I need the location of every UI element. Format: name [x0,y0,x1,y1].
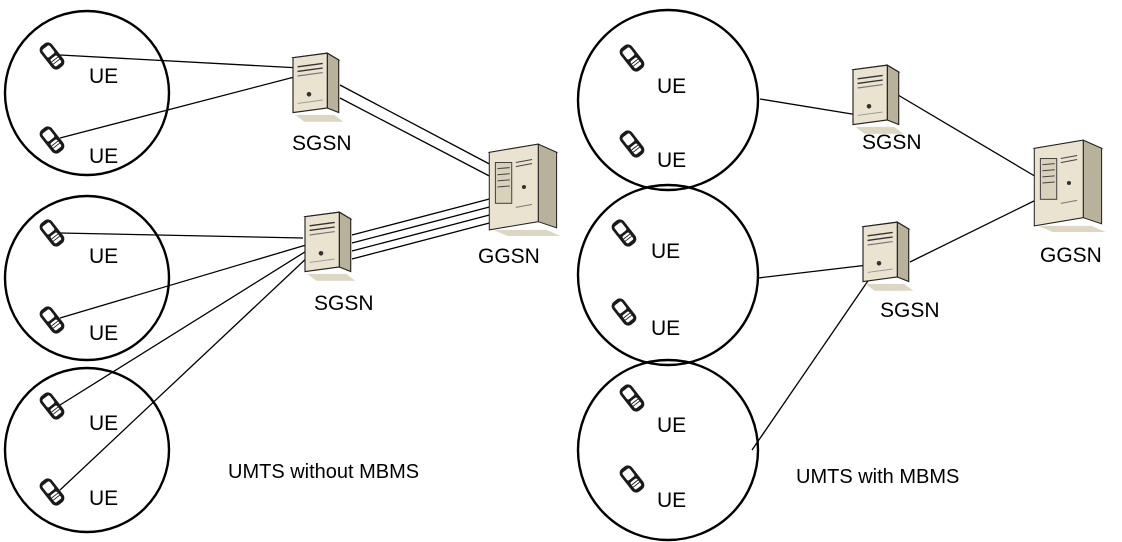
link-sgsn1-ggsn-a [339,84,498,169]
mobile-phone-icon [37,475,67,509]
link-cell3-sgsn2 [751,274,873,451]
server-cabinet-icon [1033,139,1107,233]
cell-circle [3,366,171,534]
mobile-phone-icon [37,389,67,423]
mobile-phone-icon [609,295,639,329]
ue-label: UE [89,412,118,435]
diagram-without-mbms: UE UE UE UE UE UE SGSN SGSN GGSN UMTS wi… [3,9,562,534]
link-sgsn2-ggsn-c [351,212,498,252]
sgsn-label: SGSN [292,132,352,155]
link-ue3-sgsn2 [59,232,304,239]
sgsn-label: SGSN [314,292,374,315]
links-without-mbms [59,54,498,491]
link-ue1-sgsn1 [59,54,301,69]
server-tower-icon [852,64,904,135]
ue-label: UE [89,487,118,510]
sgsn-label: SGSN [862,131,922,154]
link-cell1-sgsn1 [759,98,859,116]
sgsn-label: SGSN [880,299,940,322]
caption-with-mbms: UMTS with MBMS [796,466,959,488]
link-ue2-sgsn1 [59,74,303,139]
cell-circle [576,8,760,192]
ue-label: UE [657,489,686,512]
server-tower-icon [304,211,356,282]
cell-circle [3,194,171,362]
link-sgsn1-ggsn-b [339,97,498,181]
cell-circle [576,183,760,367]
cell-circle [576,358,760,542]
mobile-phone-icon [617,41,647,75]
ue-label: UE [89,322,118,345]
diagram-with-mbms: UE UE UE UE UE UE SGSN SGSN GGSN UMTS wi… [576,8,1107,542]
link-sgsn2-ggsn-d [351,220,498,260]
server-tower-icon [292,52,344,123]
link-sgsn1-ggsn [897,94,1039,179]
link-ue4-sgsn2 [59,244,307,319]
link-sgsn2-ggsn [909,197,1041,263]
mobile-phone-icon [37,39,67,73]
ue-label: UE [89,145,118,168]
mobile-phone-icon [617,127,647,161]
link-sgsn2-ggsn-b [351,204,498,244]
link-sgsn2-ggsn-a [351,196,498,236]
ue-label: UE [651,317,680,340]
cell-circle [3,9,171,177]
caption-without-mbms: UMTS without MBMS [228,461,419,483]
mobile-phone-icon [617,381,647,415]
server-tower-icon [862,221,914,292]
ue-label: UE [89,245,118,268]
link-cell2-sgsn2 [757,264,869,279]
ue-label: UE [651,240,680,263]
ue-label: UE [657,149,686,172]
mobile-phone-icon [609,216,639,250]
mobile-phone-icon [617,462,647,496]
link-ue5-sgsn2 [59,249,309,406]
ue-label: UE [89,65,118,88]
ggsn-label: GGSN [478,245,540,268]
ggsn-label: GGSN [1040,244,1102,267]
ue-label: UE [657,414,686,437]
links-with-mbms [751,94,1041,451]
mobile-phone-icon [37,123,67,157]
mobile-phone-icon [37,303,67,337]
ue-label: UE [657,75,686,98]
server-cabinet-icon [488,143,562,237]
link-ue6-sgsn2 [59,254,311,491]
